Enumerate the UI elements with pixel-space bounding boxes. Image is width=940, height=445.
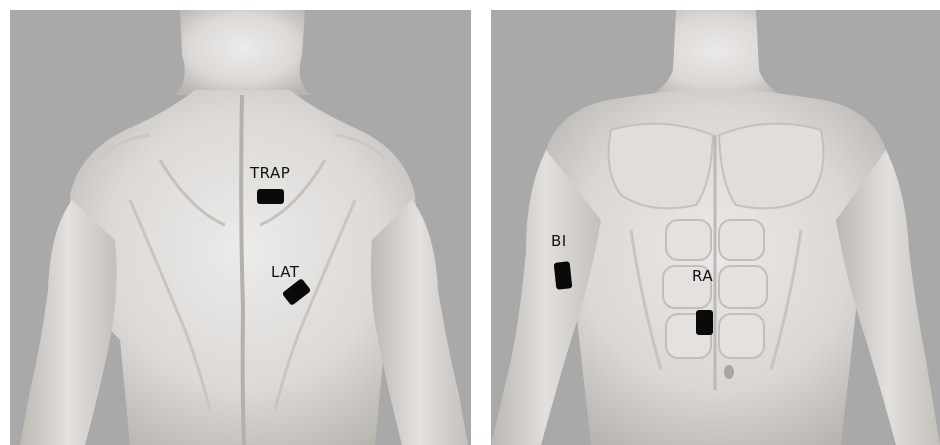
ra-label: RA [692, 269, 713, 284]
bi-label: BI [551, 234, 567, 249]
bi-electrode [554, 261, 573, 290]
lat-label: LAT [271, 265, 299, 280]
back-view-panel: TRAP LAT [10, 10, 471, 445]
back-torso-figure [10, 10, 471, 445]
front-torso-figure [491, 10, 940, 445]
front-view-panel: BI RA [491, 10, 940, 445]
trap-label: TRAP [250, 166, 290, 181]
ra-electrode [696, 310, 713, 335]
trap-electrode [257, 189, 284, 204]
